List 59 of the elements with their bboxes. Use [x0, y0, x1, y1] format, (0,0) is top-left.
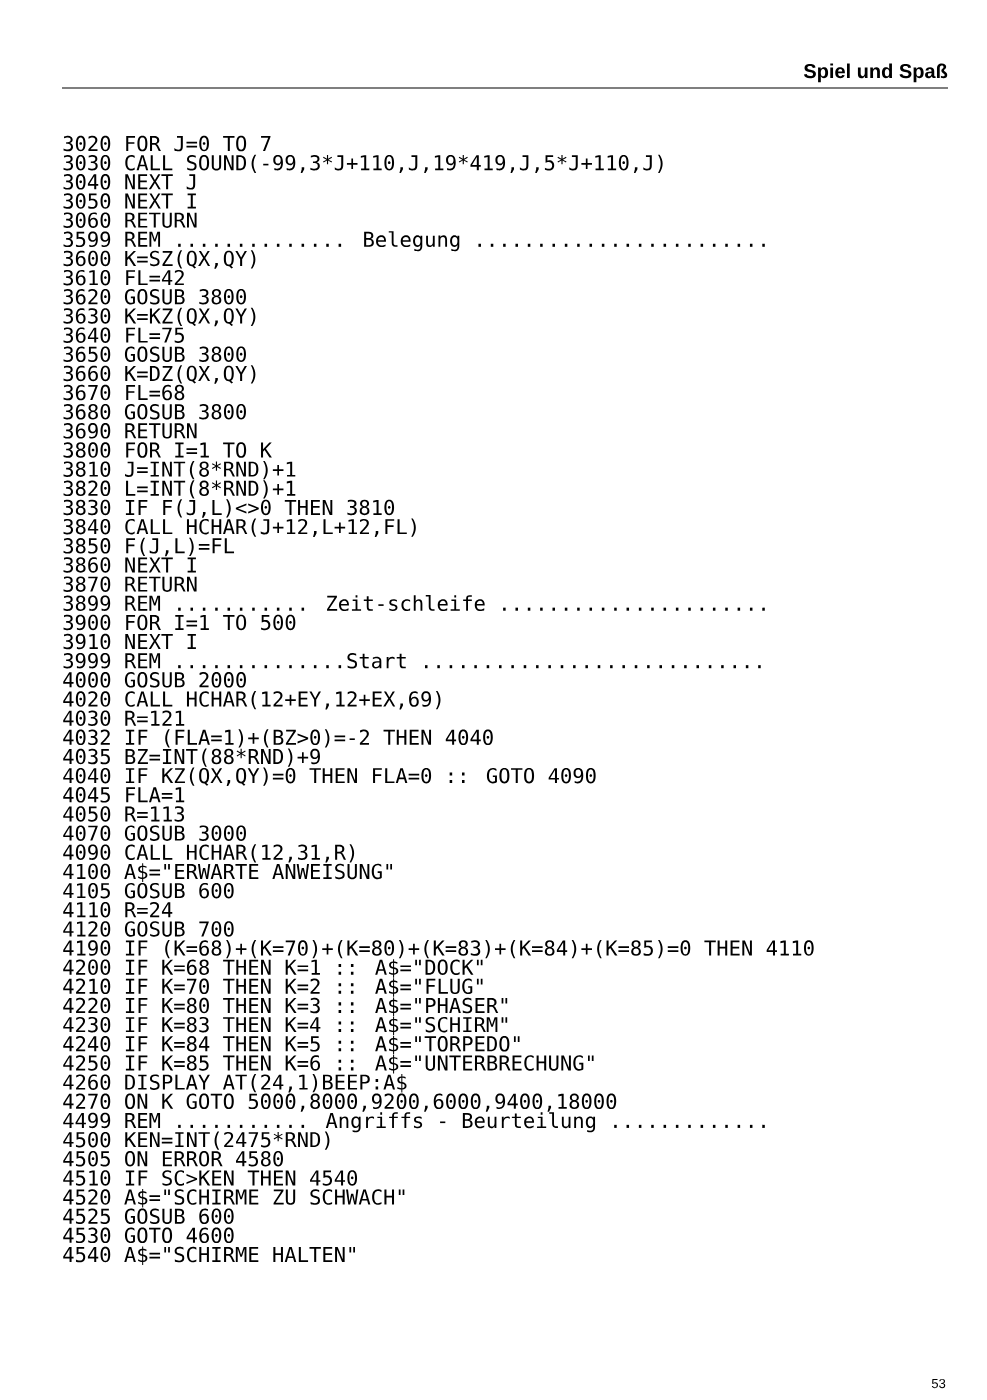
- code-line: 3870 RETURN: [63, 576, 197, 592]
- code-line: 4260 DISPLAY AT(24,1)BEEP:A$: [63, 1074, 407, 1093]
- code-line: 4030 R=121: [63, 710, 185, 726]
- page-header: Spiel und Spaß: [803, 63, 948, 83]
- code-line: 3690 RETURN: [63, 423, 197, 439]
- code-line: 3800 FOR I=1 TO K: [63, 442, 272, 458]
- code-line: 3820 L=INT(8*RND)+1: [63, 480, 296, 499]
- code-line: 4045 FLA=1: [63, 787, 185, 803]
- code-line: 4000 GOSUB 2000: [63, 672, 246, 688]
- code-line: 3830 IF F(J,L)<>0 THEN 3810: [63, 499, 395, 518]
- code-line: 4530 GOTO 4600: [63, 1227, 234, 1244]
- code-line: 3680 GOSUB 3800: [63, 404, 246, 420]
- code-line: 4105 GOSUB 600: [63, 882, 234, 899]
- code-line: 3670 FL=68: [63, 384, 185, 401]
- code-line: 3810 J=INT(8*RND)+1: [63, 461, 296, 480]
- code-line: 3610 FL=42: [63, 269, 184, 286]
- code-line: 4230 IF K=83 THEN K=4 :: A$="SCHIRM": [63, 1016, 508, 1036]
- code-line: 4110 R=24: [63, 902, 173, 918]
- code-line: 3620 GOSUB 3800: [63, 289, 246, 305]
- code-line: 4210 IF K=70 THEN K=2 :: A$="FLUG": [63, 978, 483, 997]
- code-line: 4090 CALL HCHAR(12,31,R): [63, 844, 355, 863]
- code-line: 3060 RETURN: [63, 212, 197, 228]
- code-line: 3850 F(J,L)=FL: [63, 537, 235, 557]
- code-line: 4500 KEN=INT(2475*RND): [63, 1131, 330, 1150]
- code-line: 3999 REM ..............Start ............................: [63, 653, 761, 669]
- code-line: 3660 K=DZ(QX,QY): [63, 365, 256, 384]
- code-line: 3030 CALL SOUND(-99,3*J+110,J,19*419,J,5*J+110,J): [63, 154, 663, 174]
- code-line: 4035 BZ=INT(88*RND)+9: [63, 748, 320, 767]
- code-line: 3630 K=KZ(QX,QY): [63, 307, 256, 327]
- code-line: 4505 ON ERROR 4580: [63, 1151, 283, 1167]
- code-line: 3860 NEXT I: [63, 557, 196, 573]
- code-line: 4050 R=113: [63, 806, 185, 822]
- code-line: 4250 IF K=85 THEN K=6 :: A$="UNTERBRECHUNG": [63, 1054, 594, 1074]
- code-line: 3840 CALL HCHAR(J+12,L+12,FL): [63, 518, 416, 537]
- code-line: 3650 GOSUB 3800: [63, 346, 246, 362]
- code-line: 3899 REM ........... Zeit-schleife ......................: [63, 595, 765, 611]
- code-line: 4540 A$="SCHIRME HALTEN": [63, 1246, 355, 1265]
- code-line: 4220 IF K=80 THEN K=3 :: A$="PHASER": [63, 997, 508, 1016]
- code-line: 4190 IF (K=68)+(K=70)+(K=80)+(K=83)+(K=84)+(K=85)=0 THEN 4110: [63, 939, 814, 959]
- code-line: 4510 IF SC>KEN THEN 4540: [63, 1170, 358, 1186]
- code-line: 4070 GOSUB 3000: [63, 825, 246, 841]
- page-number: 53: [931, 1378, 946, 1389]
- code-line: 4520 A$="SCHIRME ZU SCHWACH": [63, 1188, 405, 1208]
- code-line: 3050 NEXT I: [63, 193, 196, 209]
- code-line: 4032 IF (FLA=1)+(BZ>0)=-2 THEN 4040: [63, 729, 493, 748]
- code-line: 4120 GOSUB 700: [63, 921, 234, 937]
- code-line: 4270 ON K GOTO 5000,8000,9200,6000,9400,18000: [63, 1093, 617, 1112]
- code-line: 4240 IF K=84 THEN K=5 :: A$="TORPEDO": [63, 1035, 520, 1055]
- code-line: 3040 NEXT J: [63, 174, 196, 190]
- code-line: 4525 GOSUB 600: [63, 1208, 234, 1224]
- code-line: 4100 A$="ERWARTE ANWEISUNG": [63, 863, 392, 882]
- code-line: 4200 IF K=68 THEN K=1 :: A$="DOCK": [63, 959, 483, 978]
- code-line: 3910 NEXT I: [63, 633, 196, 650]
- code-line: 3600 K=SZ(QX,QY): [63, 250, 256, 269]
- code-line: 3640 FL=75: [63, 327, 184, 343]
- code-line: 4040 IF KZ(QX,QY)=0 THEN FLA=0 :: GOTO 4090: [63, 767, 596, 786]
- code-line: 3020 FOR J=0 TO 7: [63, 135, 271, 152]
- code-line: 3900 FOR I=1 TO 500: [63, 614, 296, 631]
- code-line: 4020 CALL HCHAR(12+EY,12+EX,69): [63, 690, 441, 710]
